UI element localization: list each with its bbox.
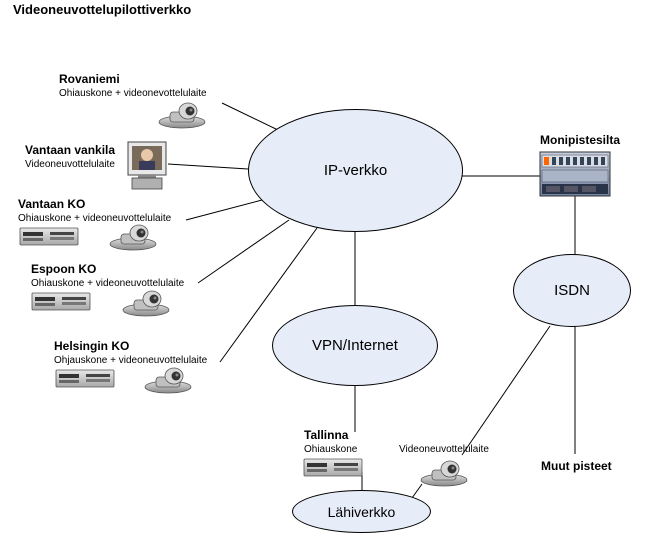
- monipistesilta-mcu-icon: [539, 151, 611, 197]
- lan-network-label: Lähiverkko: [327, 503, 396, 520]
- site-name-helsingin-ko: Helsingin KO: [54, 339, 130, 353]
- site-equipment-rovaniemi: Ohiauskone + videonevottelulaite: [59, 88, 207, 99]
- diagram-title: Videoneuvottelupilottiverkko: [13, 2, 192, 17]
- vpn-internet-network: VPN/Internet: [272, 305, 438, 386]
- helsingin-ko-camera-icon: [144, 367, 192, 394]
- lan-network: Lähiverkko: [292, 490, 431, 533]
- connection-lines: [167, 102, 576, 499]
- site-equipment-espoon-ko: Ohiauskone + videoneuvottelulaite: [31, 278, 185, 289]
- espoon-ko-pc-icon: [31, 292, 91, 311]
- other-sites-label: Muut pisteet: [541, 459, 612, 473]
- remote-vc-label: Videoneuvottelulaite: [399, 444, 489, 455]
- ip-network-label: IP-verkko: [323, 162, 388, 179]
- helsingin-ko-pc-icon: [55, 369, 115, 388]
- ip-network: IP-verkko: [248, 109, 463, 232]
- site-equipment-vantaan-ko: Ohiauskone + videoneuvottelulaite: [18, 213, 172, 224]
- vantaan-ko-camera-icon: [109, 224, 157, 251]
- site-name-vantaan-ko: Vantaan KO: [18, 197, 86, 211]
- vantaan-ko-pc-icon: [19, 227, 79, 246]
- rovaniemi-camera-icon: [158, 102, 206, 129]
- isdn-network: ISDN: [513, 254, 631, 327]
- site-name-tallinna: Tallinna: [304, 428, 349, 442]
- isdn-network-label: ISDN: [554, 282, 590, 299]
- site-equipment-helsingin-ko: Ohjauskone + videoneuvottelulaite: [54, 355, 208, 366]
- remote-camera-icon: [420, 460, 468, 487]
- espoon-ko-camera-icon: [122, 290, 170, 317]
- bridge-label: Monipistesilta: [540, 133, 621, 147]
- tallinna-pc-icon: [303, 458, 363, 477]
- site-equipment-tallinna: Ohiauskone: [304, 444, 358, 455]
- site-name-vantaan-vankila: Vantaan vankila: [25, 143, 116, 157]
- vpn-network-label: VPN/Internet: [312, 337, 398, 354]
- site-name-rovaniemi: Rovaniemi: [59, 72, 120, 86]
- site-equipment-vantaan-vankila: Videoneuvottelulaite: [25, 159, 115, 170]
- site-name-espoon-ko: Espoon KO: [31, 262, 97, 276]
- vantaan-vankila-vc-icon: [127, 141, 167, 190]
